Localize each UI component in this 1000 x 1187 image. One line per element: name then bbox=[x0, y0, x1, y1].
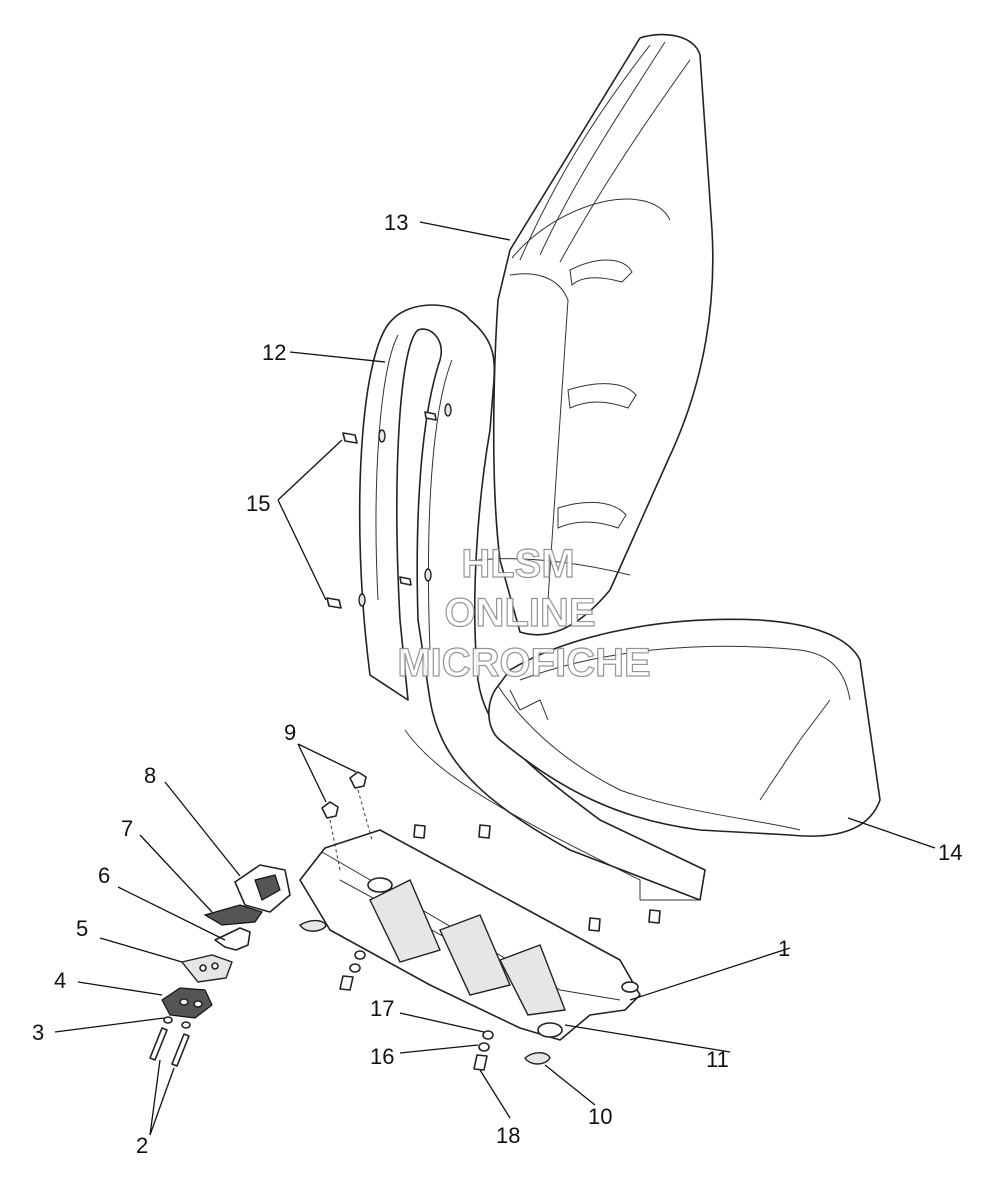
callout-6: 6 bbox=[98, 863, 110, 888]
callout-7: 7 bbox=[121, 816, 133, 841]
callout-12: 12 bbox=[262, 340, 286, 365]
bracket bbox=[161, 987, 213, 1019]
seat-base bbox=[299, 829, 641, 1041]
callout-18: 18 bbox=[496, 1123, 520, 1148]
watermark-line-3: MICROFICHE bbox=[397, 641, 650, 685]
cover-cap bbox=[299, 919, 551, 1065]
back-frame bbox=[358, 304, 706, 901]
latch-housing bbox=[234, 864, 291, 913]
callout-5: 5 bbox=[76, 916, 88, 941]
callout-3: 3 bbox=[32, 1020, 44, 1045]
spring bbox=[203, 904, 263, 926]
callout-11: 11 bbox=[706, 1047, 729, 1072]
base-fasteners bbox=[339, 950, 494, 1071]
frame-fasteners bbox=[413, 824, 661, 932]
callout-8: 8 bbox=[144, 763, 156, 788]
nuts bbox=[321, 771, 373, 871]
watermark-line-1: HLSM bbox=[461, 542, 574, 586]
callout-1: 1 bbox=[778, 936, 790, 961]
callout-17: 17 bbox=[370, 996, 394, 1021]
leader-lines bbox=[54, 221, 936, 1136]
callout-2: 2 bbox=[136, 1133, 148, 1158]
callout-4: 4 bbox=[54, 968, 66, 993]
callout-14: 14 bbox=[938, 840, 962, 865]
bolts bbox=[149, 1027, 190, 1067]
callout-10: 10 bbox=[588, 1104, 612, 1129]
watermark-line-2: ONLINE bbox=[444, 591, 595, 635]
clip bbox=[214, 927, 251, 951]
callout-9: 9 bbox=[284, 720, 296, 745]
watermark: HLSM ONLINE MICROFICHE bbox=[397, 541, 652, 685]
backrest-cushion bbox=[477, 33, 714, 636]
callout-13: 13 bbox=[384, 210, 408, 235]
seat-cushion bbox=[488, 618, 881, 837]
washers bbox=[163, 1016, 191, 1029]
back-frame-bolts bbox=[326, 411, 437, 609]
callout-15: 15 bbox=[246, 491, 270, 516]
plate bbox=[180, 954, 233, 983]
callout-16: 16 bbox=[370, 1044, 394, 1069]
callout-labels: 1 2 3 4 5 6 7 8 9 10 11 12 13 14 15 16 1… bbox=[32, 210, 962, 1158]
